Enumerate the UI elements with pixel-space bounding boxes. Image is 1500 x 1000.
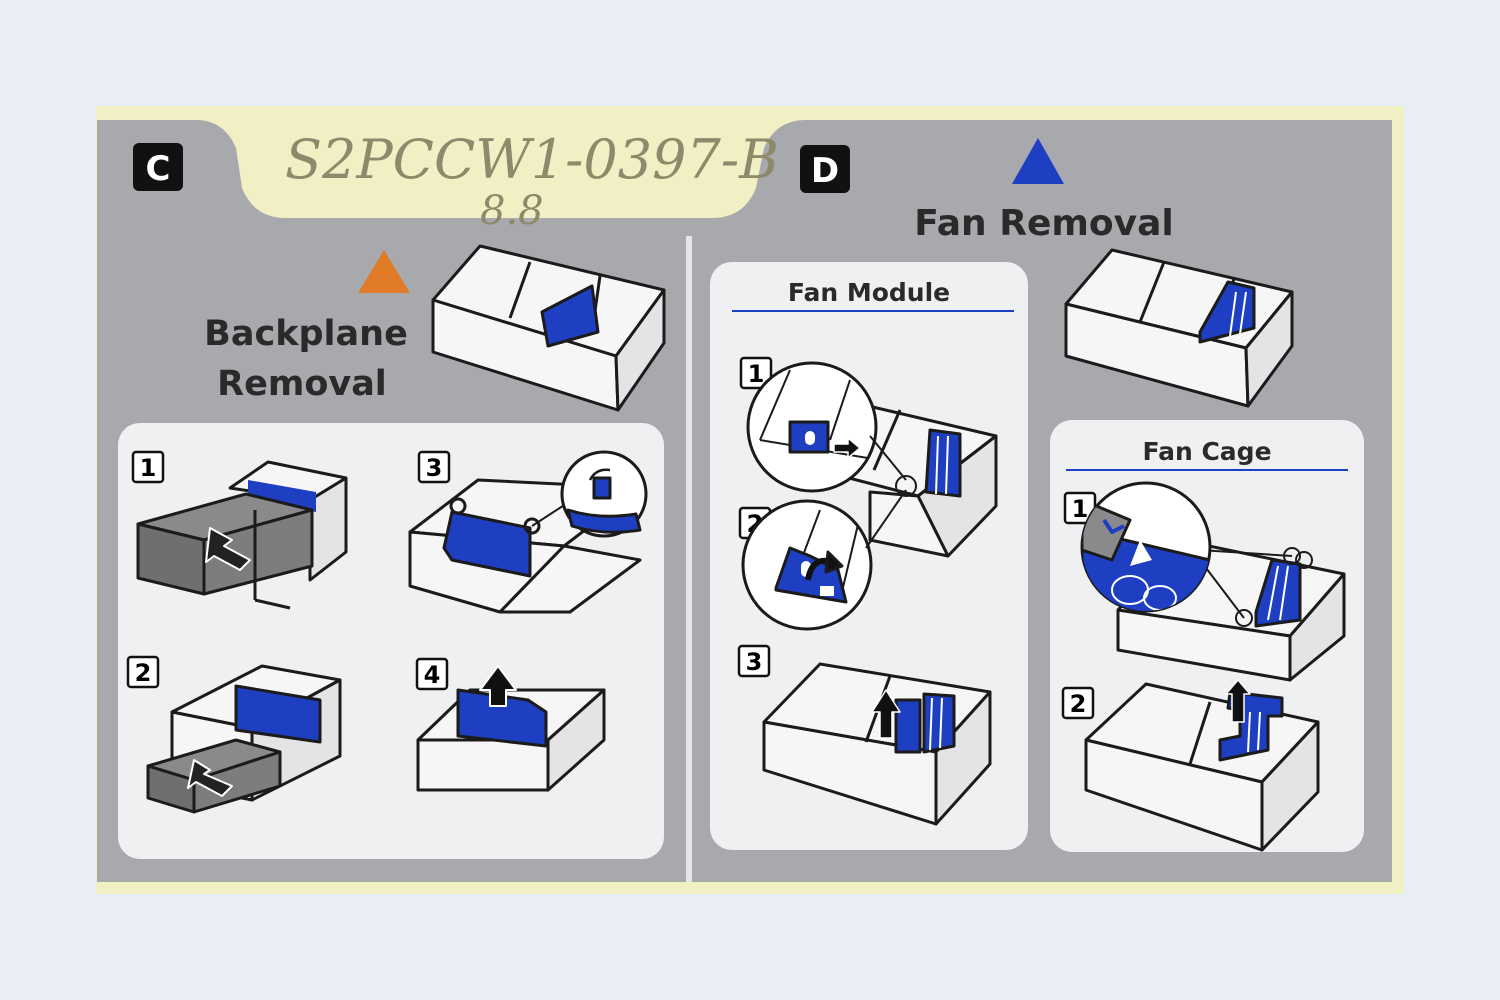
- badge-c-letter: C: [146, 149, 171, 189]
- section-c: C Backplane Removal 1 2 3 4: [118, 143, 666, 859]
- fan-cage-step-2-badge: [1061, 686, 1095, 720]
- step-4-number: 4: [424, 661, 441, 689]
- orange-triangle-icon: [358, 250, 410, 293]
- handwritten-date: 8.8: [480, 188, 544, 234]
- fan-module-step-3-number: 3: [746, 648, 763, 676]
- backplane-step-2-illustration: [146, 664, 342, 814]
- fan-module-step-2-illustration: [741, 489, 907, 631]
- backplane-step-1-illustration: [136, 460, 348, 610]
- step-3-number: 3: [426, 454, 443, 482]
- step-3-badge: [417, 450, 451, 484]
- step-2-badge: [126, 655, 160, 689]
- fan-cage-step-1-number: 1: [1072, 495, 1089, 523]
- fan-overview-illustration: [1064, 248, 1294, 408]
- blue-triangle-icon: [1012, 138, 1064, 184]
- fan-module-step-1-illustration: [746, 361, 998, 558]
- step-1-number: 1: [140, 454, 157, 482]
- backplane-step-4-illustration: [416, 665, 606, 792]
- backplane-title-line1: Backplane: [204, 314, 408, 354]
- fan-module-step-3-badge: [737, 644, 771, 678]
- handwritten-code: S2PCCW1-0397-B: [285, 128, 779, 191]
- step-4-badge: [415, 657, 449, 691]
- backplane-overview-illustration: [431, 244, 666, 412]
- badge-d: [800, 145, 850, 193]
- fan-cage-step-1-illustration: [1080, 481, 1346, 682]
- fan-module-step-3-illustration: [762, 662, 992, 826]
- backplane-step-3-illustration: [408, 450, 648, 614]
- fan-module-step-1-number: 1: [748, 360, 765, 388]
- step-2-number: 2: [135, 659, 152, 687]
- badge-c: [133, 143, 183, 191]
- fan-cage-step-2-illustration: [1084, 679, 1320, 852]
- fan-cage-title: Fan Cage: [1142, 437, 1271, 466]
- step-1-badge: [131, 450, 165, 484]
- fan-module-step-1-badge: [739, 356, 773, 390]
- backplane-title-line2: Removal: [217, 364, 387, 404]
- section-d: D Fan Removal Fan Module 1 2 3: [710, 138, 1364, 852]
- badge-d-letter: D: [811, 151, 839, 191]
- fan-cage-step-2-number: 2: [1070, 690, 1087, 718]
- section-divider: [686, 236, 692, 882]
- fan-removal-title: Fan Removal: [914, 203, 1173, 244]
- fan-module-title: Fan Module: [788, 278, 950, 307]
